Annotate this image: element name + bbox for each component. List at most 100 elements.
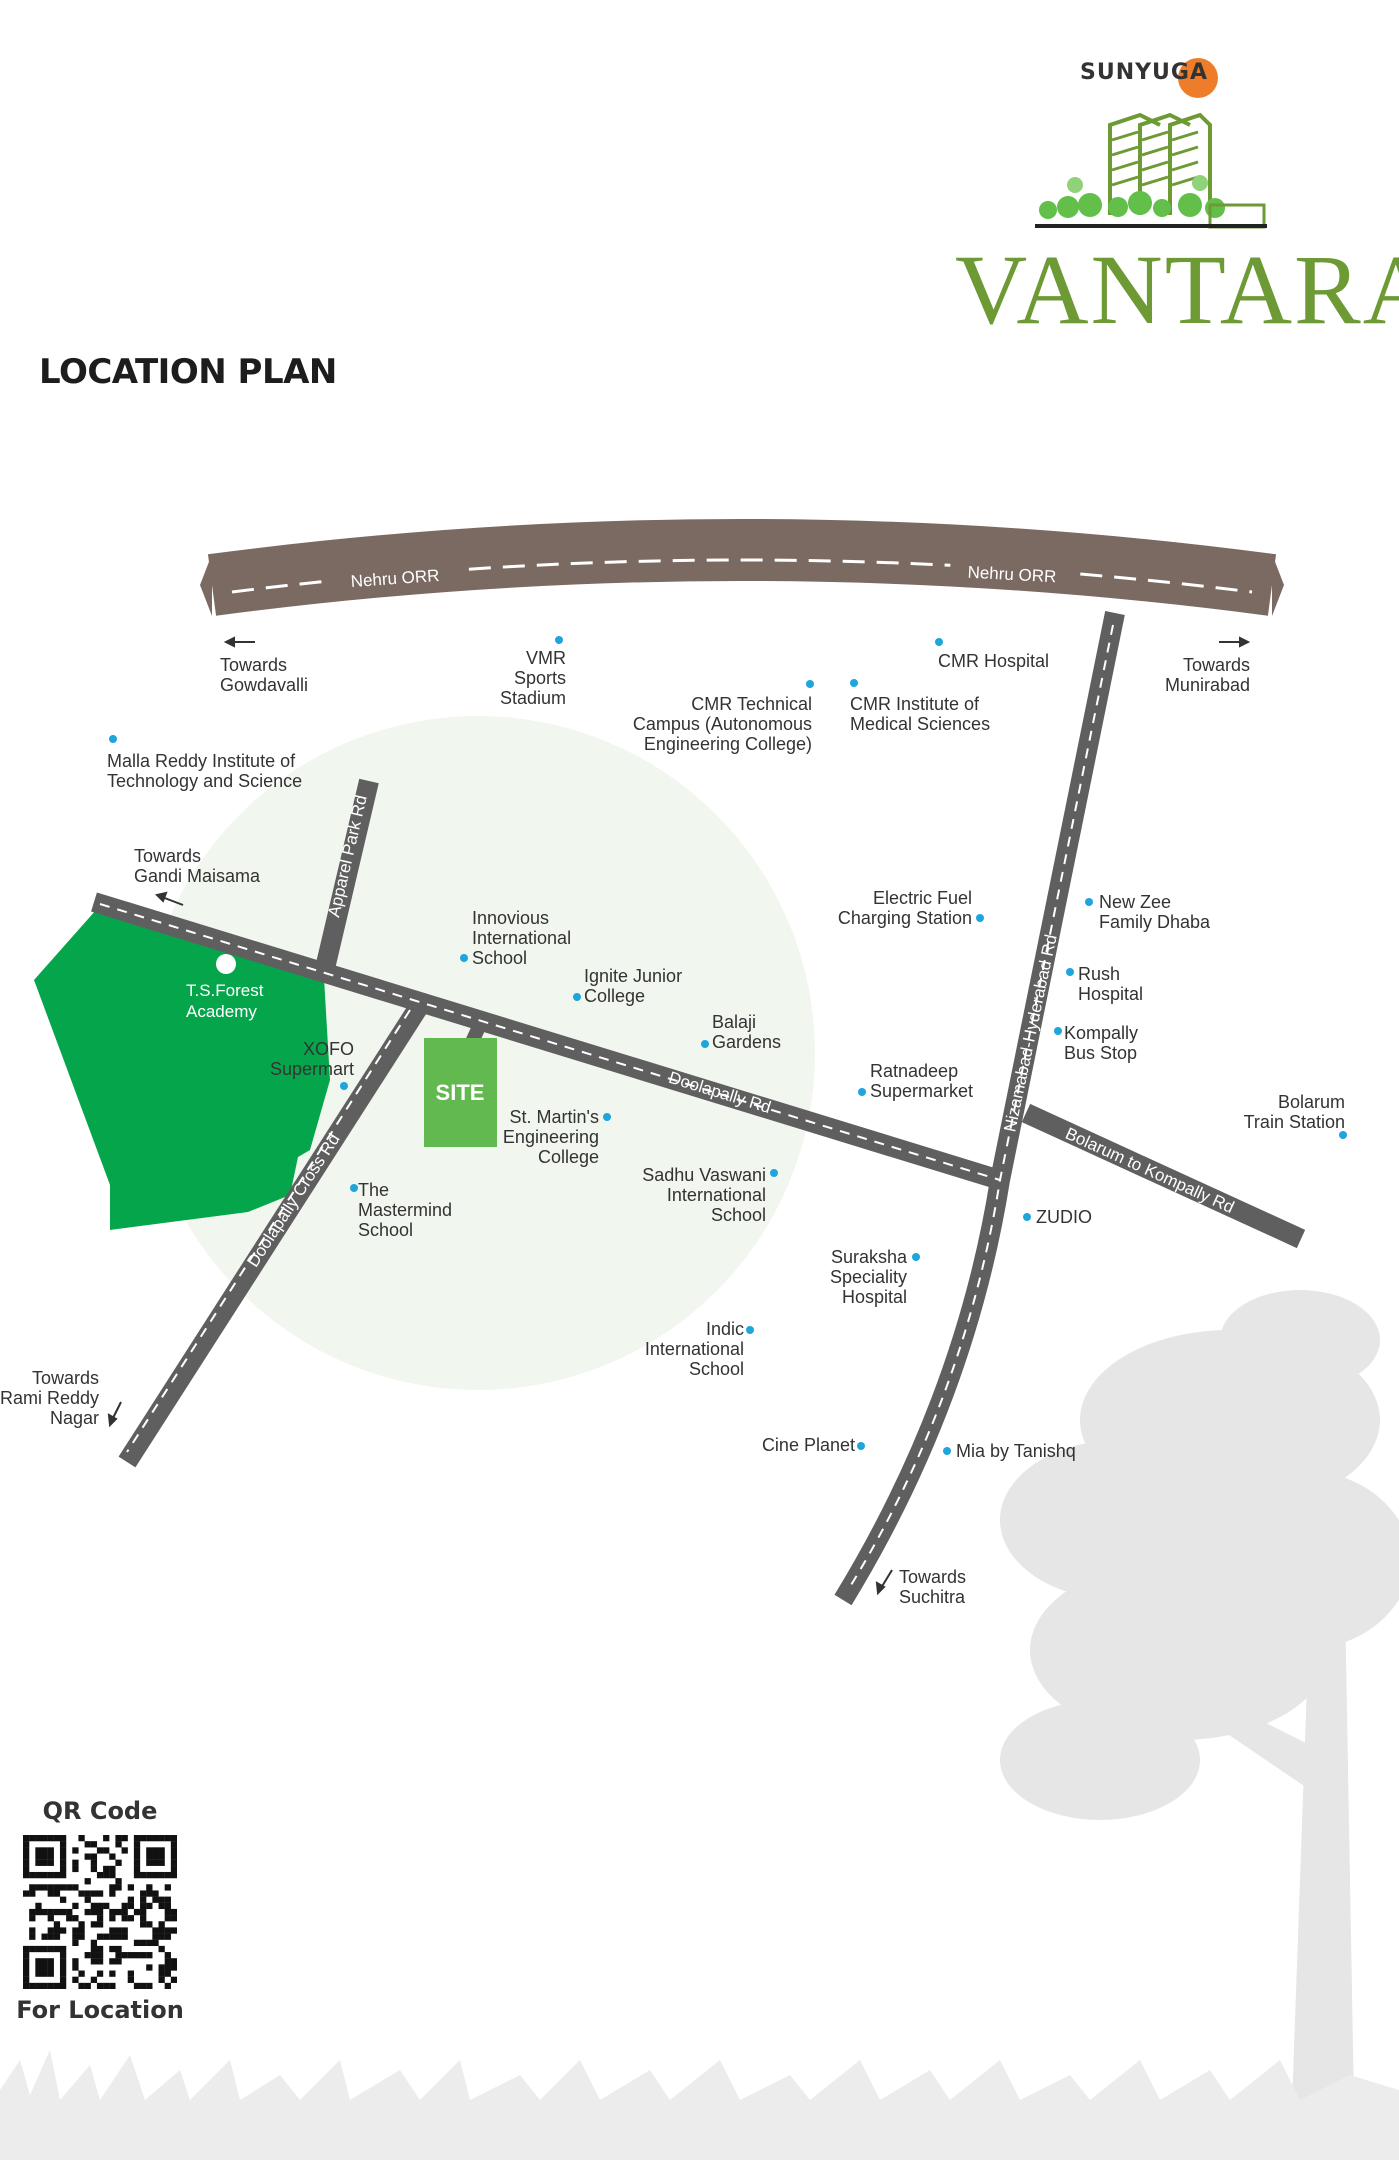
qr-module <box>152 1853 159 1860</box>
qr-module <box>96 1958 104 1965</box>
qr-module <box>47 1915 54 1922</box>
qr-module <box>29 1884 36 1891</box>
qr-module <box>23 1890 30 1897</box>
qr-module <box>170 1927 177 1934</box>
qr-module <box>59 1945 67 1953</box>
qr-module <box>35 1859 42 1866</box>
qr-module <box>121 1908 128 1916</box>
poi-cine-planet[interactable]: Cine Planet <box>762 1435 865 1455</box>
qr-module <box>164 1982 171 1989</box>
qr-module <box>90 1958 98 1965</box>
qr-module <box>115 1945 122 1953</box>
qr-module <box>164 1871 171 1879</box>
developer-logo-text: SUNYUGA <box>1080 60 1208 85</box>
svg-text:CMR Hospital: CMR Hospital <box>938 651 1049 671</box>
qr-module <box>41 1908 48 1916</box>
qr-module <box>121 1915 128 1922</box>
site-block[interactable] <box>424 1038 497 1147</box>
arrow-right-icon <box>1219 636 1251 648</box>
qr-module <box>115 1878 122 1885</box>
qr-module <box>164 1958 171 1965</box>
qr-module <box>35 1945 42 1953</box>
qr-module <box>103 1865 110 1873</box>
qr-module <box>133 1841 141 1848</box>
poi-zudio[interactable]: ZUDIO <box>1023 1207 1092 1227</box>
qr-module <box>96 1847 104 1854</box>
poi-mia-tanishq[interactable]: Mia by Tanishq <box>943 1441 1076 1461</box>
qr-module <box>115 1952 122 1959</box>
qr-module <box>133 1853 141 1860</box>
qr-module <box>72 1915 79 1922</box>
qr-module <box>140 1890 147 1897</box>
qr-module <box>41 1847 48 1854</box>
qr-module <box>164 1933 171 1940</box>
forest-marker-icon <box>216 954 236 974</box>
qr-module <box>35 1970 42 1977</box>
qr-module <box>59 1853 67 1860</box>
qr-module <box>47 1890 54 1897</box>
qr-module <box>140 1952 147 1959</box>
qr-module <box>29 1908 36 1916</box>
qr-module <box>158 1927 165 1934</box>
lane-markings <box>99 624 1114 1591</box>
qr-module <box>90 1939 98 1947</box>
qr-module <box>59 1865 67 1873</box>
qr-module <box>78 1921 85 1928</box>
qr-module <box>109 1915 116 1922</box>
qr-module <box>170 1976 177 1983</box>
qr-module <box>121 1902 128 1910</box>
qr-module <box>47 1982 54 1989</box>
qr-module <box>127 1915 135 1922</box>
qr-code[interactable] <box>23 1835 177 1989</box>
qr-module <box>158 1921 165 1928</box>
qr-module <box>140 1915 147 1922</box>
qr-module <box>170 1908 177 1916</box>
qr-module <box>47 1859 54 1866</box>
qr-module <box>121 1952 128 1959</box>
qr-module <box>140 1835 147 1842</box>
qr-module <box>84 1952 91 1959</box>
qr-module <box>78 1982 85 1989</box>
qr-module <box>72 1933 79 1940</box>
poi-cmr-hospital[interactable]: CMR Hospital <box>935 638 1049 671</box>
qr-module <box>90 1853 98 1860</box>
qr-module <box>140 1908 147 1916</box>
qr-module <box>158 1902 165 1910</box>
qr-module <box>23 1964 30 1971</box>
qr-module <box>127 1952 135 1959</box>
qr-module <box>158 1847 165 1854</box>
qr-module <box>140 1982 147 1989</box>
qr-module <box>84 1896 91 1903</box>
qr-module <box>133 1908 141 1916</box>
tree-silhouette <box>1000 1290 1399 2160</box>
qr-module <box>47 1908 54 1916</box>
qr-module <box>23 1982 30 1989</box>
qr-module <box>158 1835 165 1842</box>
qr-module <box>41 1871 48 1879</box>
